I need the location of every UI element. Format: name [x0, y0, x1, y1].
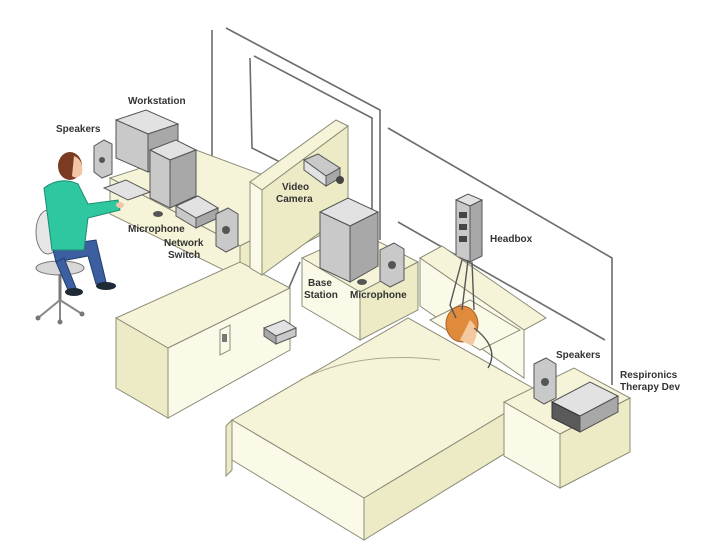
labels: Workstation Speakers Microphone Network …: [56, 96, 680, 393]
label-video-camera-line1: Video: [282, 182, 309, 193]
label-respironics-line2: Therapy Dev: [620, 382, 680, 393]
label-microphone-right: Microphone: [350, 290, 407, 301]
label-speakers-right: Speakers: [556, 350, 601, 361]
label-network-switch-line1: Network: [164, 238, 204, 249]
wall-outlet: [219, 324, 231, 356]
workstation-group: [93, 109, 239, 253]
label-base-station-line2: Station: [304, 290, 338, 301]
video-camera: [302, 153, 344, 187]
label-headbox: Headbox: [490, 234, 533, 245]
cables: [211, 27, 613, 385]
right-nightstand: [502, 357, 632, 489]
bedside-unit: [300, 197, 420, 341]
patient: [445, 259, 493, 369]
label-network-switch-line2: Switch: [168, 250, 200, 261]
label-video-camera-line2: Camera: [276, 194, 313, 205]
label-workstation: Workstation: [128, 96, 186, 107]
headbox: [454, 193, 484, 263]
label-base-station-line1: Base: [308, 278, 332, 289]
label-microphone-left: Microphone: [128, 224, 185, 235]
floor-network-box: [262, 319, 298, 345]
technician-figure: [35, 152, 124, 325]
label-speakers-left: Speakers: [56, 124, 101, 135]
label-respironics-line1: Respironics: [620, 370, 678, 381]
